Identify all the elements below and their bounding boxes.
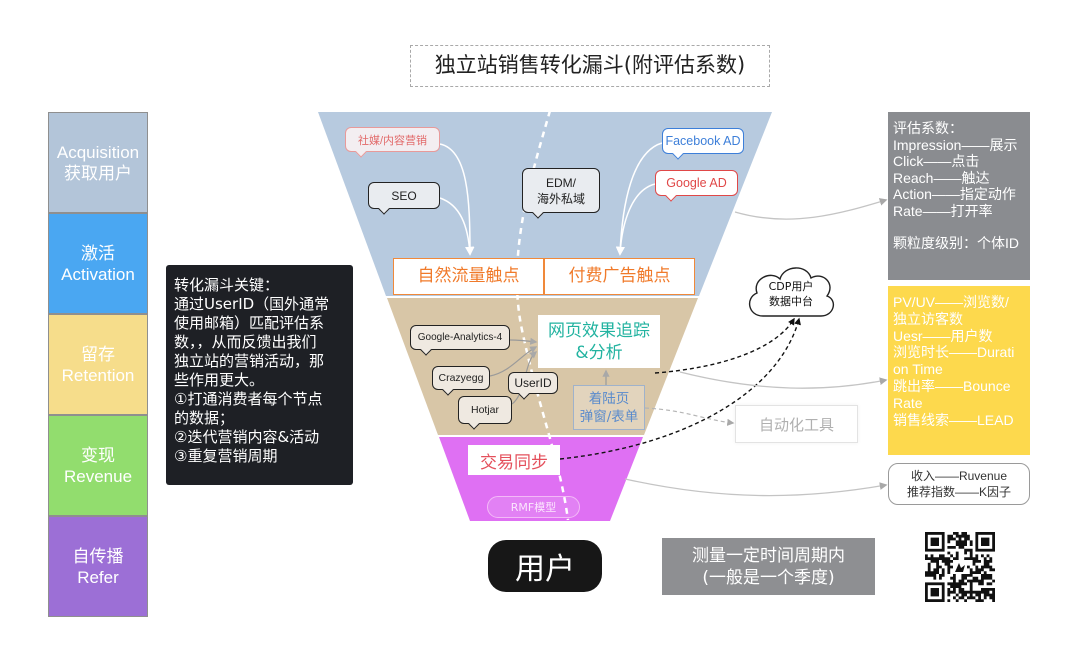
metric-line: Reach——触达	[893, 169, 990, 186]
touchpoint-organic: 自然流量触点	[393, 258, 544, 295]
arrow-ga4-to-tracking	[509, 337, 538, 345]
metric-line: Click——点击	[893, 153, 980, 169]
stage-refer: 自传播 Refer	[48, 516, 148, 617]
tool-userid: UserID	[508, 372, 558, 394]
stage-label-en: Refer	[77, 567, 119, 587]
arrow-tracking-to-cdp	[654, 317, 795, 374]
metrics-revenue: 收入——Ruvenue 推荐指数——K因子	[888, 463, 1030, 505]
key-note-line: 转化漏斗关键：	[174, 276, 280, 294]
period-line1: 测量一定时间周期内	[692, 545, 845, 566]
tool-google-analytics-4: Google-Analytics-4	[410, 325, 510, 350]
key-note-line: 使用邮箱）匹配评估系	[174, 314, 325, 332]
metric-line: 评估系数：	[893, 120, 963, 136]
metric-line: 推荐指数——K因子	[906, 485, 1011, 499]
automation-tool: 自动化工具	[735, 405, 858, 443]
channel-edm-line2: 海外私域	[536, 191, 585, 206]
stage-label-cn: 变现	[81, 445, 115, 465]
measurement-period: 测量一定时间周期内 (一般是一个季度)	[662, 538, 875, 595]
cdp-line2: 数据中台	[769, 295, 813, 308]
rmf-model: RMF模型	[487, 496, 580, 518]
metric-granularity: 颗粒度级别：个体ID	[893, 235, 1019, 251]
metrics-acquisition: 评估系数： Impression——展示 Click——点击 Reach——触达…	[888, 112, 1030, 280]
key-note-line: ③重复营销周期	[174, 447, 278, 465]
metric-line: Rate	[893, 394, 923, 411]
period-line2: (一般是一个季度)	[702, 567, 835, 588]
channel-social-content: 社媒/内容营销	[345, 127, 440, 152]
tool-crazyegg: Crazyegg	[432, 366, 490, 390]
channel-edm: EDM/ 海外私域	[522, 168, 600, 213]
web-tracking-analysis: 网页效果追踪 &分析	[538, 315, 660, 368]
transaction-sync: 交易同步	[468, 445, 560, 475]
stage-acquisition: Acquisition 获取用户	[48, 112, 148, 213]
arrow-retention-to-metrics	[679, 371, 888, 389]
tool-hotjar: Hotjar	[458, 396, 512, 424]
landing-line1: 着陆页	[588, 390, 630, 407]
stage-label-cn: 激活	[81, 243, 115, 263]
diagram-title: 独立站销售转化漏斗(附评估系数)	[410, 45, 770, 87]
user-pill: 用户	[488, 540, 602, 592]
metric-line: 浏览时长——Durati	[893, 344, 1015, 361]
cdp-data-platform: CDP用户 数据中台	[752, 277, 830, 311]
key-note-line: 些作用更大。	[174, 371, 265, 389]
key-note-line: 通过UserID（国外通常	[174, 295, 330, 313]
metric-line: 销售线索——LEAD	[893, 411, 1014, 428]
metric-line: on Time	[893, 361, 943, 378]
channel-google-ad: Google AD	[655, 170, 738, 196]
cdp-line1: CDP用户	[768, 280, 814, 293]
funnel-key-note: 转化漏斗关键： 通过UserID（国外通常 使用邮箱）匹配评估系 数，，从而反馈…	[166, 265, 353, 485]
key-note-line: 数，，从而反馈出我们	[174, 333, 317, 351]
arrow-google-to-paid	[615, 183, 656, 256]
key-note-line: ②迭代营销内容&活动	[174, 428, 320, 446]
stage-label-cn: 获取用户	[64, 163, 132, 183]
arrow-social-to-organic	[439, 143, 475, 256]
landing-line2: 弹窗/表单	[579, 408, 639, 425]
stage-label-en: Revenue	[63, 466, 133, 486]
channel-seo: SEO	[368, 182, 440, 209]
stage-revenue: 变现 Revenue	[48, 415, 148, 516]
stage-label-en: Retention	[61, 365, 135, 385]
metric-line: Uesr——用户数	[893, 327, 993, 344]
metrics-retention: PV/UV——浏览数/ 独立访客数 Uesr——用户数 浏览时长——Durati…	[888, 286, 1030, 455]
touchpoint-paid: 付费广告触点	[544, 258, 695, 295]
metric-line: Action——指定动作	[893, 186, 1016, 202]
arrow-landing-to-automation	[644, 407, 735, 426]
arrow-seo-to-organic	[439, 197, 474, 256]
metric-line: Impression——展示	[893, 136, 1018, 153]
arrow-crazyegg-to-tracking	[489, 346, 538, 377]
arrow-revenue-to-metrics	[624, 478, 888, 497]
stage-label-en: Acquisition	[56, 142, 140, 162]
arrow-acquisition-to-metrics	[734, 198, 888, 220]
stage-activation: 激活 Activation	[48, 213, 148, 314]
metric-line: Rate——打开率	[893, 202, 993, 219]
metric-line: 跳出率——Bounce	[893, 377, 1011, 394]
key-note-line: 的数据；	[174, 409, 235, 427]
landing-page-form: 着陆页 弹窗/表单	[573, 385, 645, 430]
channel-edm-line1: EDM/	[546, 175, 576, 190]
stage-label-cn: 留存	[81, 344, 115, 364]
stage-retention: 留存 Retention	[48, 314, 148, 415]
cdp-cloud-shape	[748, 267, 835, 317]
web-tracking-line1: 网页效果追踪	[548, 320, 650, 341]
stage-label-cn: 自传播	[72, 546, 124, 566]
metric-line: PV/UV——浏览数/	[893, 294, 1009, 310]
metric-line: 独立访客数	[893, 310, 963, 327]
arrow-transaction-to-cdp	[559, 317, 801, 460]
channel-facebook-ad: Facebook AD	[662, 128, 744, 154]
stage-label-en: Activation	[61, 264, 135, 284]
qr-code	[925, 532, 995, 602]
key-note-line: 独立站的营销活动，那	[174, 352, 325, 370]
web-tracking-line2: &分析	[575, 342, 623, 363]
metric-line: 收入——Ruvenue	[910, 469, 1008, 483]
journey-dashed-line	[515, 99, 570, 521]
key-note-line: ①打通消费者每个节点	[174, 390, 323, 408]
